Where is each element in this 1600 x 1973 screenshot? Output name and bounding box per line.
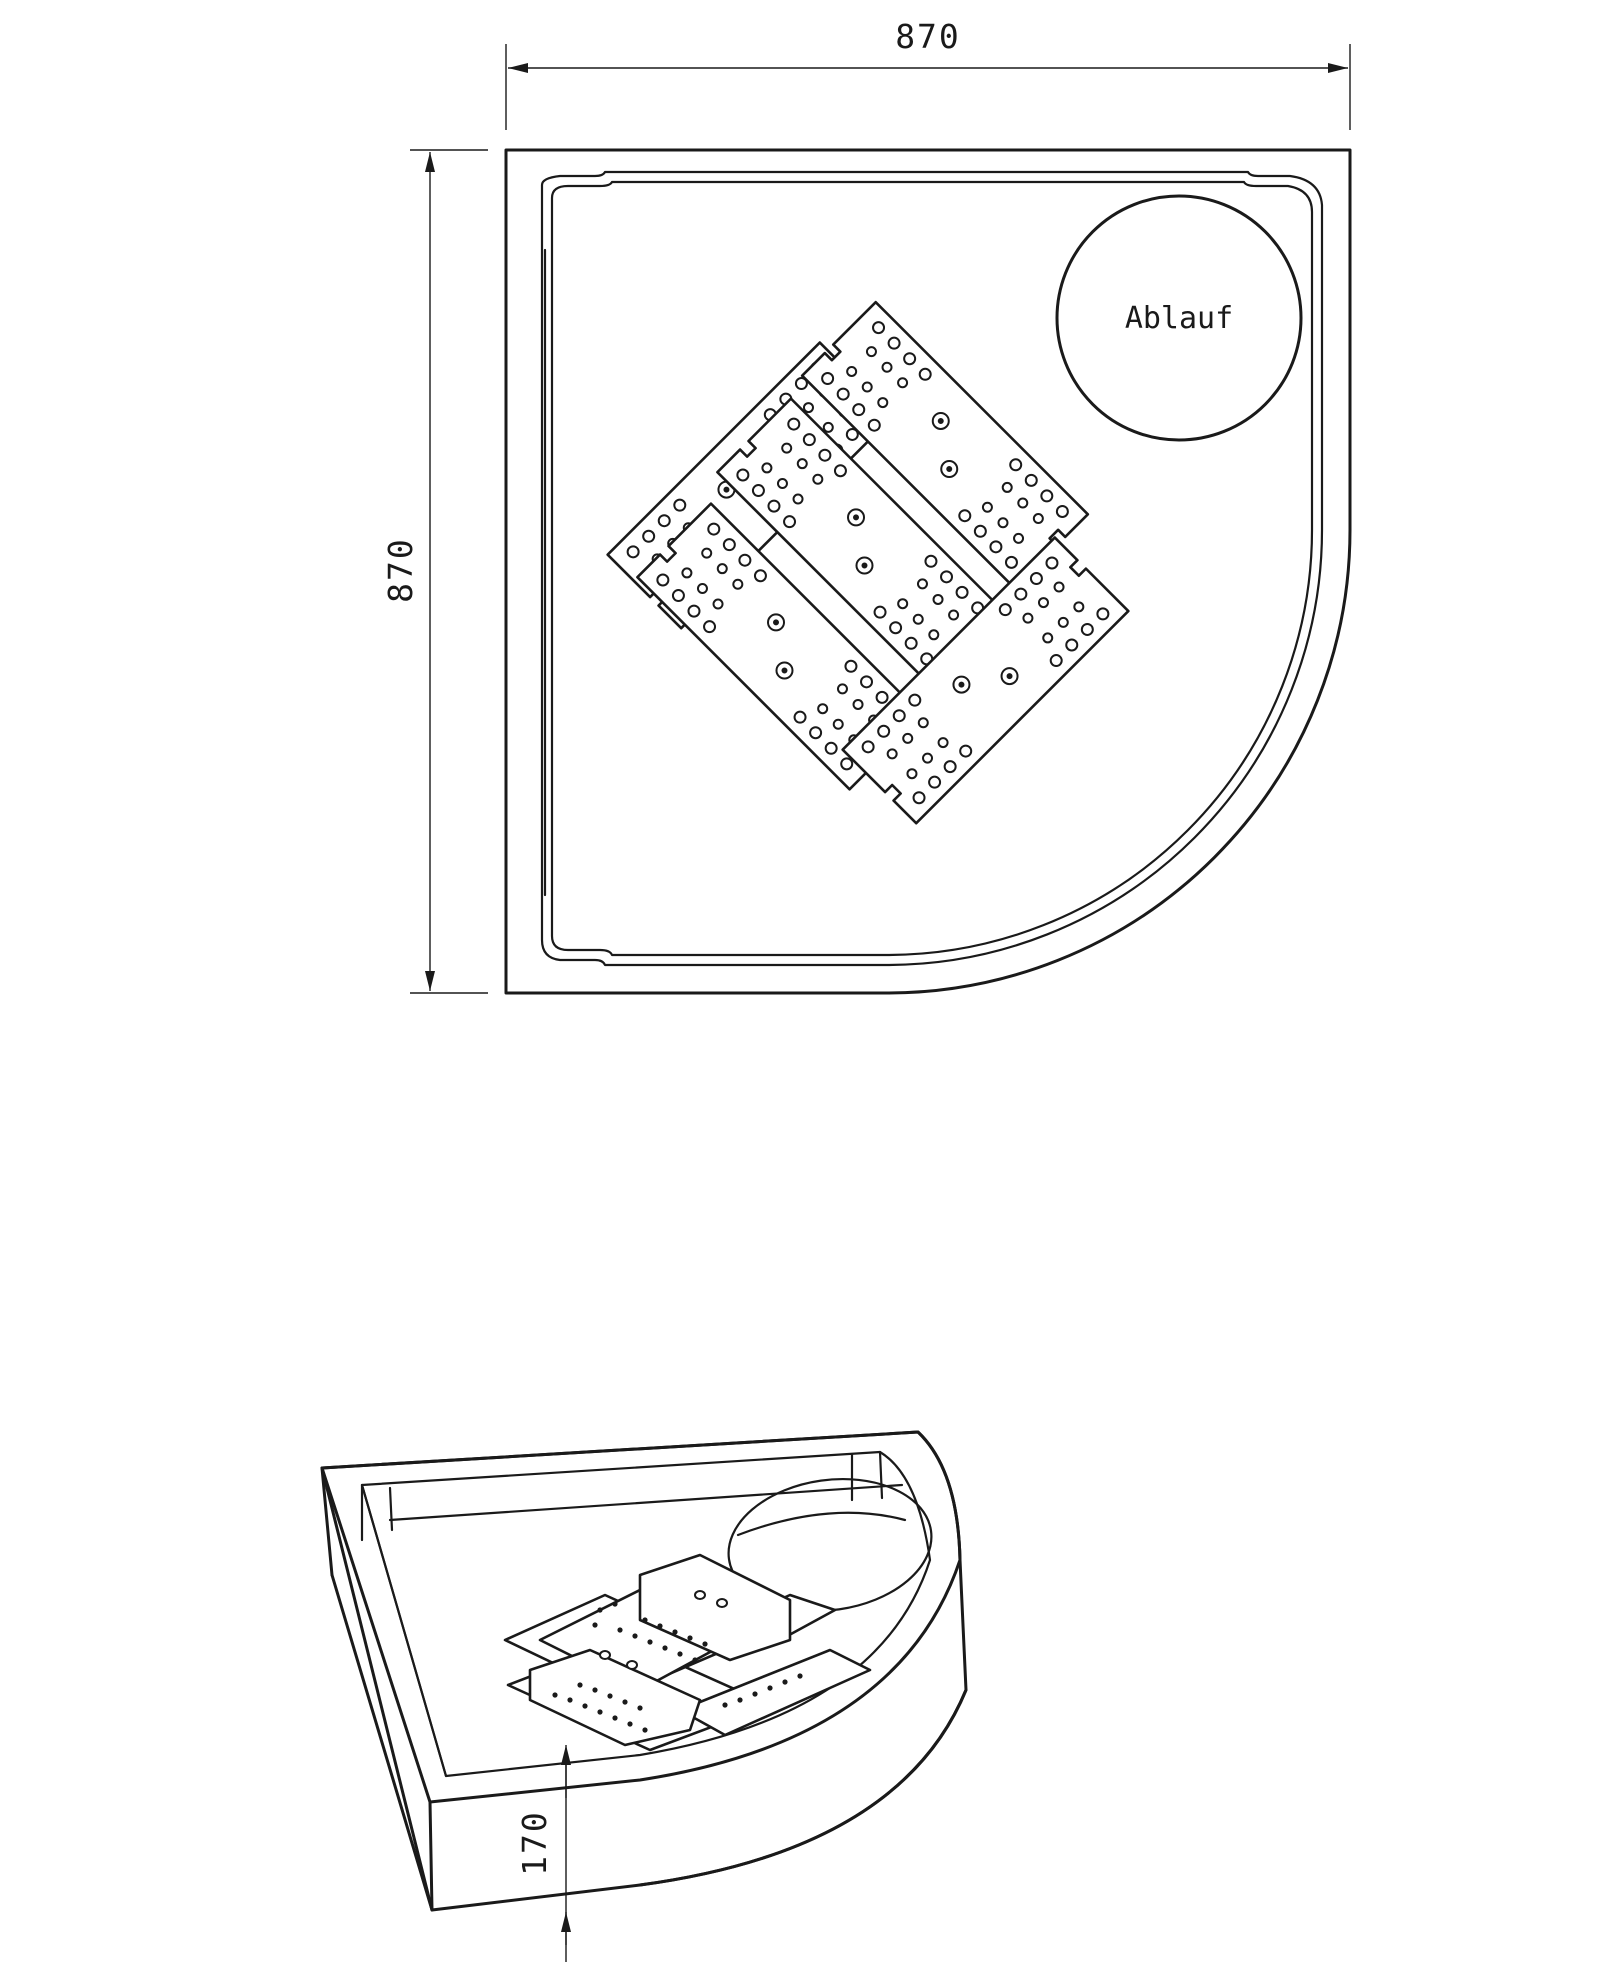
- width-dimension-label: 870: [895, 17, 961, 56]
- iso-corner-post-left: [360, 1483, 394, 1542]
- isometric-view: 170: [320, 1430, 968, 1962]
- iso-drain-inner: [736, 1511, 907, 1537]
- drain-outline: [1055, 194, 1303, 442]
- front-edge: [428, 1800, 434, 1912]
- iso-bar-3: [528, 1648, 702, 1747]
- left-edge: [320, 1466, 334, 1577]
- iso-left-wall-edge: [360, 1483, 448, 1778]
- depth-dimension-label: 870: [381, 537, 420, 603]
- iso-plate-front-right: [678, 1648, 872, 1737]
- drain-label: Ablauf: [1125, 301, 1233, 336]
- support-plate-assembly: [606, 300, 1130, 825]
- iso-support-plates: [503, 1553, 872, 1752]
- tray-inner-basin: [550, 180, 1314, 957]
- iso-bar-2: [638, 1553, 792, 1662]
- tray-rim-outline: [540, 170, 1324, 967]
- iso-inner-basin: [360, 1450, 932, 1778]
- height-dimension-label: 170: [515, 1810, 554, 1876]
- tray-top-surface: [320, 1430, 962, 1804]
- top-view: 870 870 Ablauf: [381, 17, 1352, 995]
- iso-drain-hole: [727, 1477, 933, 1613]
- curved-face-bottom: [638, 1688, 968, 1887]
- iso-back-wall-edge: [388, 1483, 904, 1522]
- iso-corner-post-right: [850, 1450, 884, 1502]
- left-face-bottom: [330, 1573, 434, 1912]
- tray-outer-outline: [504, 148, 1352, 995]
